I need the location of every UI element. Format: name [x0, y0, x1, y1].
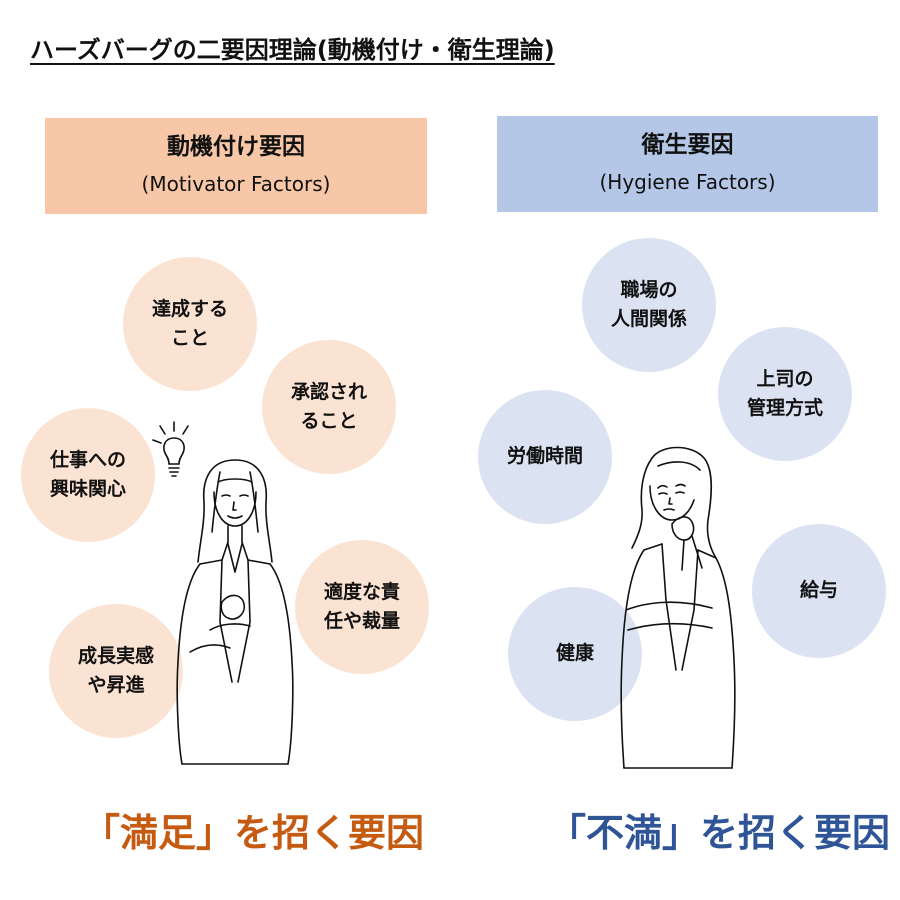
hygiene-header: 衛生要因 (Hygiene Factors): [497, 116, 878, 212]
hygiene-heading: 衛生要因: [641, 132, 734, 159]
motivator-subheading: (Motivator Factors): [141, 171, 331, 196]
motivator-factor-label: 成長実感 や昇進: [77, 644, 154, 696]
motivator-bubble-growth: 成長実感 や昇進: [49, 604, 183, 738]
motivator-bubble-interest: 仕事への 興味関心: [21, 408, 155, 542]
motivator-heading: 動機付け要因: [167, 134, 305, 161]
hygiene-bubble-salary: 給与: [752, 524, 886, 658]
hygiene-bubble-working-hours: 労働時間: [478, 390, 612, 524]
hygiene-factor-label: 労働時間: [506, 445, 583, 468]
hygiene-factor-label: 給与: [799, 579, 838, 602]
worried-woman-illustration: [620, 446, 736, 769]
hygiene-factor-label: 健康: [555, 642, 594, 665]
lightbulb-icon: [152, 421, 189, 477]
motivator-factor-label: 達成する こと: [151, 297, 228, 349]
hygiene-factor-label: 上司の 管理方式: [746, 367, 823, 419]
motivator-bubble-responsibility: 適度な責 任や裁量: [295, 540, 429, 674]
page-title: ハーズバーグの二要因理論(動機付け・衛生理論): [30, 36, 555, 64]
motivator-header: 動機付け要因 (Motivator Factors): [45, 118, 427, 214]
motivator-result: 「満足」を招く要因: [82, 811, 425, 855]
happy-woman-illustration: [176, 459, 294, 765]
hygiene-bubble-health: 健康: [508, 587, 642, 721]
hygiene-subheading: (Hygiene Factors): [599, 169, 776, 194]
motivator-factor-label: 仕事への 興味関心: [49, 448, 126, 500]
motivator-factor-label: 承認され ること: [290, 380, 367, 432]
motivator-bubble-recognition: 承認され ること: [262, 340, 396, 474]
motivator-factor-label: 適度な責 任や裁量: [323, 580, 400, 632]
hygiene-bubble-supervision: 上司の 管理方式: [718, 327, 852, 461]
motivator-bubble-achievement: 達成する こと: [123, 257, 257, 391]
hygiene-factor-label: 職場の 人間関係: [610, 278, 687, 330]
hygiene-bubble-relations: 職場の 人間関係: [582, 238, 716, 372]
hygiene-result: 「不満」を招く要因: [548, 811, 891, 855]
